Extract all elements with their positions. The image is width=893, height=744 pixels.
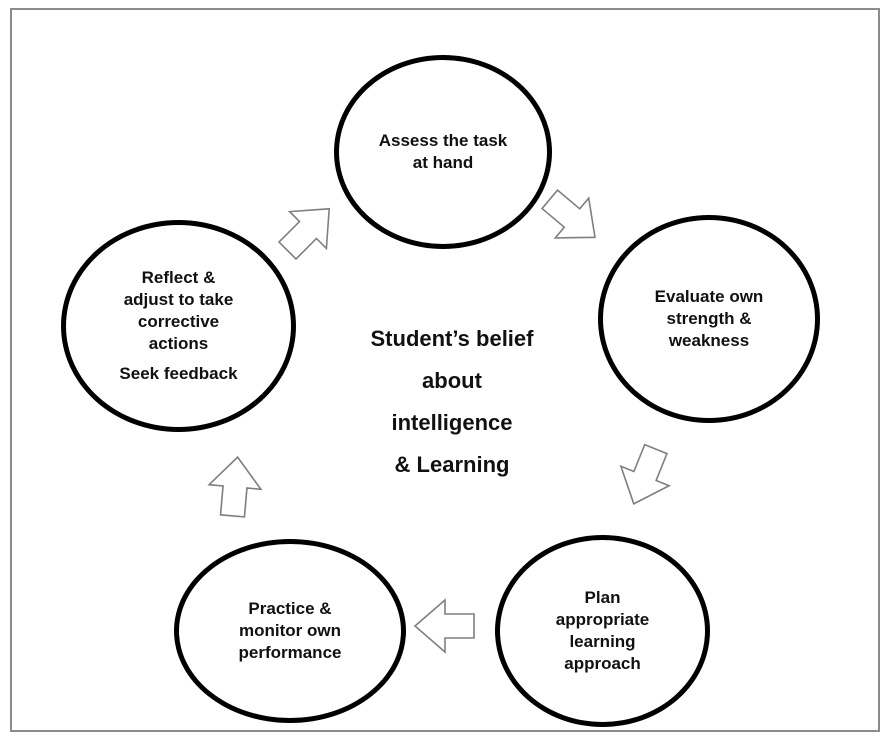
node-practice-monitor-line: performance (238, 643, 342, 662)
node-assess-task-line: Assess the task (378, 131, 508, 150)
center-label: Student’s belief about intelligence & Le… (320, 318, 584, 486)
node-reflect-adjust: Reflect & adjust to take corrective acti… (61, 220, 296, 432)
node-reflect-adjust-line: Reflect & (141, 268, 216, 287)
node-assess-task: Assess the task at hand (334, 55, 552, 249)
node-reflect-adjust-line: adjust to take (123, 290, 234, 309)
node-reflect-seek-feedback: Seek feedback (119, 364, 238, 383)
node-practice-monitor-line: monitor own (239, 621, 341, 640)
node-evaluate-strength-line: Evaluate own (654, 287, 764, 306)
node-plan-approach-line: Plan (584, 588, 621, 607)
node-practice-monitor: Practice & monitor own performance (174, 539, 406, 723)
arrow-reflect-to-assess (277, 207, 331, 261)
node-plan-approach-line: learning (569, 632, 636, 651)
node-plan-approach-line: appropriate (555, 610, 650, 629)
center-label-line: intelligence (391, 410, 513, 435)
arrow-practice-to-reflect (207, 455, 263, 518)
node-practice-monitor-line: Practice & (248, 599, 332, 618)
node-assess-task-line: at hand (412, 153, 474, 172)
arrow-assess-to-evaluate (540, 189, 596, 239)
arrow-plan-to-practice (413, 598, 475, 654)
node-evaluate-strength-line: weakness (668, 331, 750, 350)
center-label-line: & Learning (394, 452, 510, 477)
node-evaluate-strength: Evaluate own strength & weakness (598, 215, 820, 423)
center-label-line: about (422, 368, 482, 393)
node-plan-approach: Plan appropriate learning approach (495, 535, 710, 727)
node-evaluate-strength-line: strength & (666, 309, 752, 328)
node-reflect-adjust-line: corrective (137, 312, 220, 331)
center-label-line: Student’s belief (370, 326, 534, 351)
node-reflect-adjust-line: actions (148, 334, 209, 353)
arrow-evaluate-to-plan (619, 443, 672, 505)
node-plan-approach-line: approach (564, 654, 641, 673)
